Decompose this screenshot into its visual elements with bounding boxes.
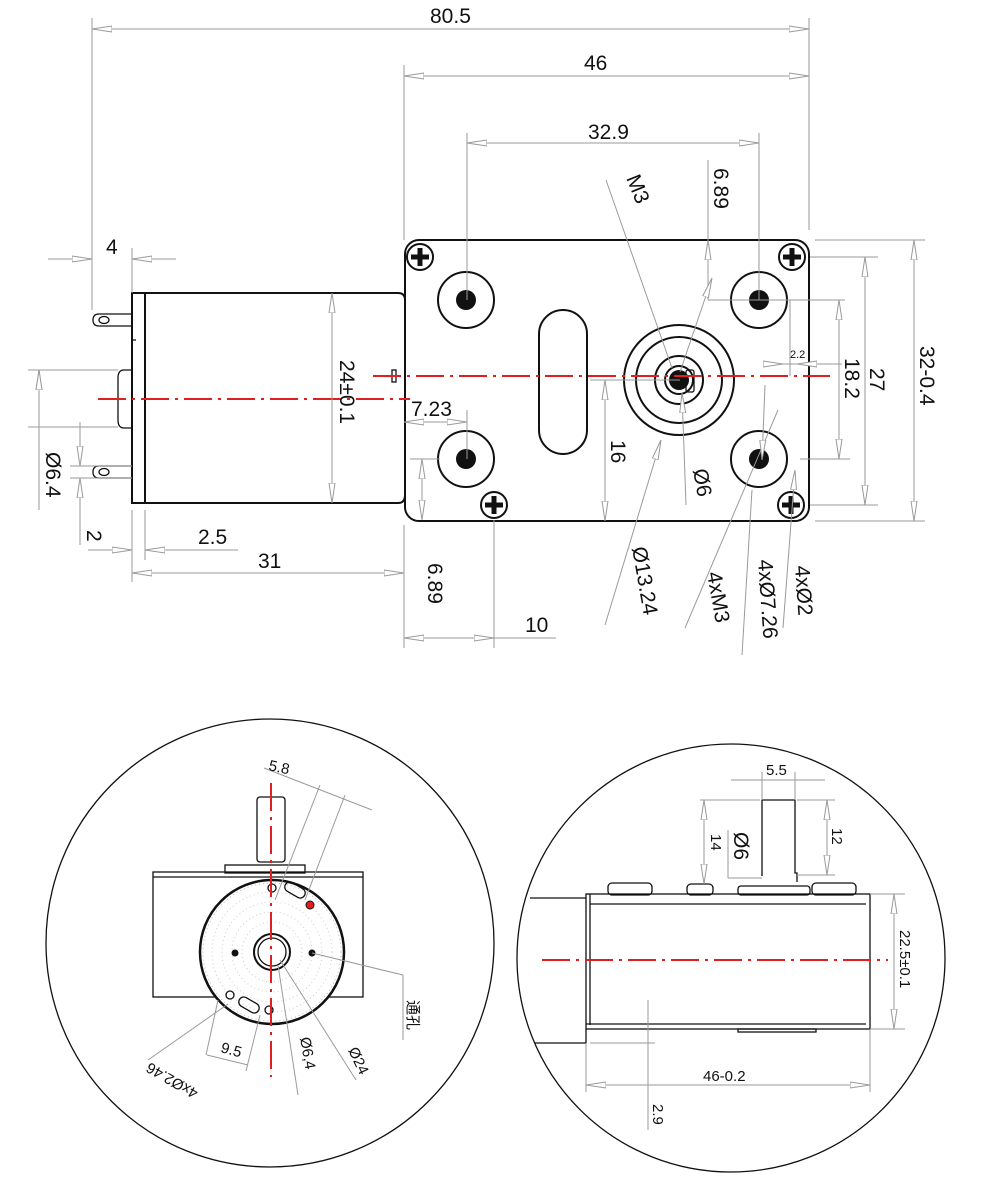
dim-shaft-diameter: Ø6 (688, 467, 716, 499)
dim-holes-4xm3: 4xM3 (702, 570, 734, 625)
dim-side-gearbox-length: 46-0.2 (703, 1068, 746, 1085)
dim-overall-length: 80.5 (430, 5, 471, 28)
motor-terminal-bottom (92, 465, 132, 479)
dim-mount-spacing: 32.9 (588, 121, 629, 144)
dim-flat-length: 12 (828, 828, 845, 845)
dim-holes-4x7-26: 4xØ7.26 (753, 559, 781, 640)
note-through-hole: 通孔 (404, 1000, 421, 1030)
dim-bore-6-4-end: Ø6,4 (296, 1036, 318, 1071)
dim-2-2: 2.2 (790, 349, 805, 361)
dim-2: 2 (82, 530, 105, 542)
dim-5-8: 5.8 (267, 757, 291, 778)
dimension-lines (28, 18, 925, 656)
dim-27: 27 (865, 368, 888, 391)
dim-7-23: 7.23 (411, 398, 452, 421)
dim-side-shaft-diameter: Ø6 (729, 832, 752, 860)
dim-bore-6-4: Ø6.4 (41, 452, 64, 498)
dim-2-9: 2.9 (649, 1104, 666, 1125)
dim-holes-4x2: 4xØ2 (790, 565, 816, 617)
dim-terminal-width: 4 (106, 236, 118, 259)
dim-gearbox-thickness: 22.5±0.1 (896, 930, 913, 988)
dim-6-89-bottom: 6.89 (423, 563, 446, 604)
dim-motor-diameter: 24±0.1 (335, 360, 358, 424)
dim-18-2: 18.2 (840, 358, 863, 399)
front-view: 80.5 46 32.9 4 24±0.1 7.23 Ø6.4 2 2.5 31… (28, 5, 938, 656)
gearbox-slot (538, 309, 588, 455)
dim-flat-width: 5.5 (766, 762, 787, 779)
screw-icons (406, 243, 806, 519)
dim-shaft-length: 14 (707, 834, 724, 851)
marker-dot (305, 900, 315, 910)
detail-circle (516, 743, 946, 1173)
side-view: 5.5 14 Ø6 12 22.5±0.1 46-0.2 2.9 (516, 743, 946, 1173)
dim-10: 10 (525, 614, 548, 637)
dim-holes-4x2-46: 4xØ2.46 (144, 1059, 202, 1102)
dim-9-5: 9.5 (219, 1039, 244, 1061)
detail-circle (45, 718, 495, 1168)
dim-diameter-24: Ø24 (344, 1045, 371, 1078)
dim-boss-diameter: Ø13.24 (627, 545, 662, 617)
dim-gearbox-height: 32-0.4 (915, 346, 938, 406)
dim-thread-m3: M3 (621, 171, 653, 207)
dim-gearbox-length: 46 (584, 52, 607, 75)
dim-16: 16 (606, 440, 629, 463)
end-view: 5.8 4xØ2.46 9.5 Ø6,4 Ø24 通孔 (45, 718, 495, 1168)
dim-6-89-top: 6.89 (709, 168, 732, 209)
dim-motor-length: 31 (258, 550, 281, 573)
dim-2-5: 2.5 (198, 526, 227, 549)
motor-terminal-top (92, 313, 132, 327)
dimension-labels: 80.5 46 32.9 4 24±0.1 7.23 Ø6.4 2 2.5 31… (41, 5, 938, 640)
